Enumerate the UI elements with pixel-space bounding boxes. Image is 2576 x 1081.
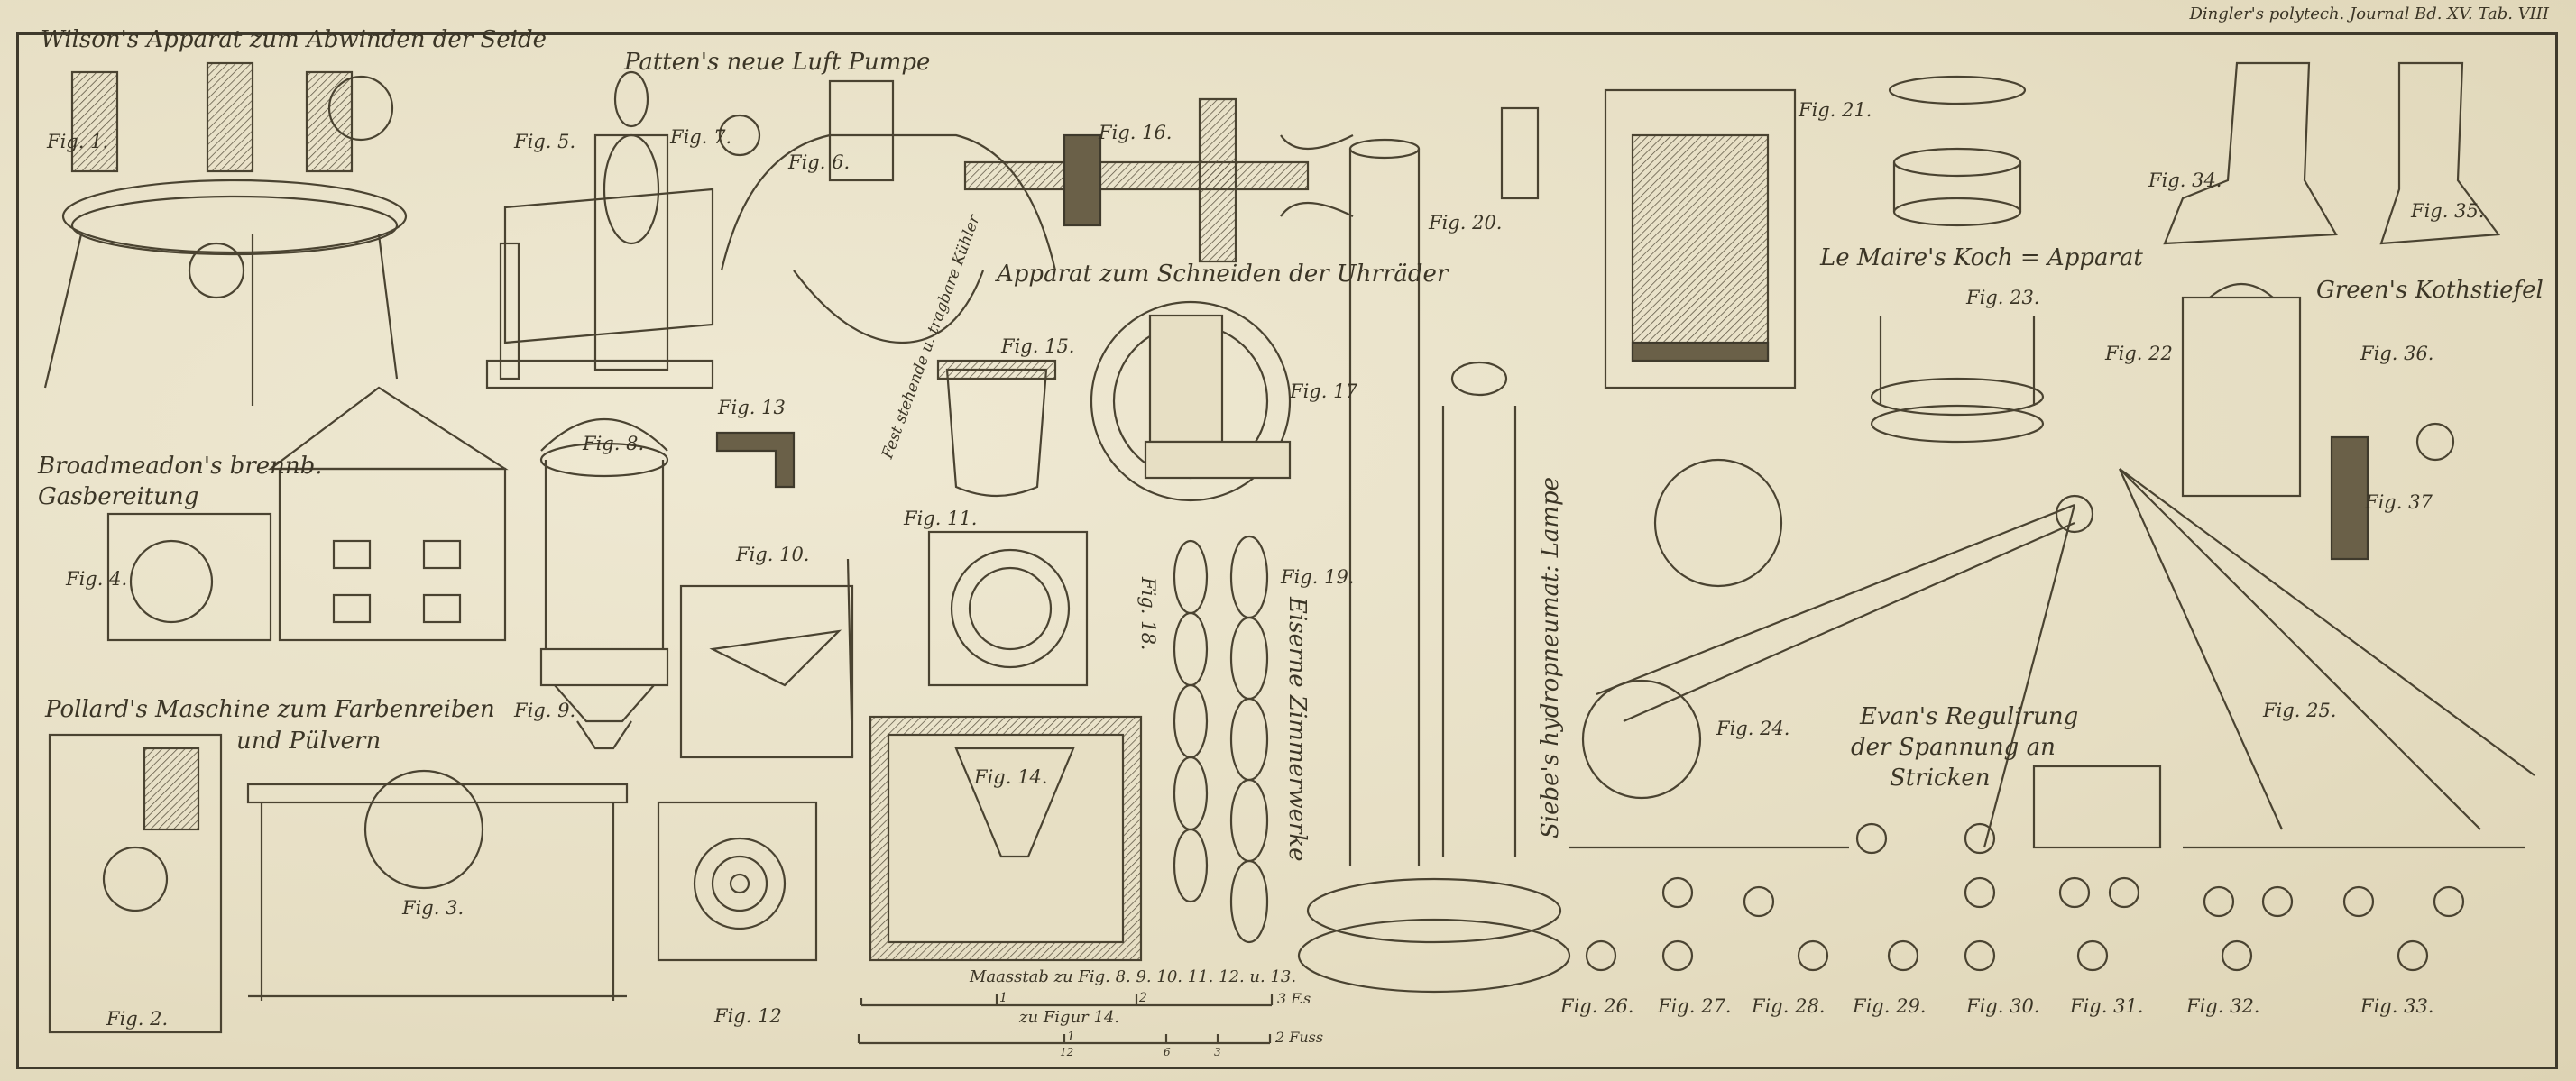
silk-winding-apparatus-drawing	[43, 61, 408, 406]
scale2-tick-1: 1	[1067, 1030, 1075, 1044]
color-grinding-machine-drawing	[48, 733, 629, 1034]
title-broadmeadow-2: Gasbereitung	[38, 483, 199, 510]
fig-19-label: Fig. 19.	[1281, 566, 1355, 588]
title-pollard-1: Pollard's Maschine zum Farbenreiben	[45, 696, 495, 723]
fig-5-label: Fig. 5.	[514, 131, 576, 152]
fig-11-label: Fig. 11.	[904, 508, 978, 529]
fig-21-label: Fig. 21.	[1799, 99, 1872, 121]
title-wilson: Wilson's Apparat zum Abwinden der Seide	[41, 26, 547, 53]
scale1-title: Maasstab zu Fig. 8. 9. 10. 11. 12. u. 13…	[970, 967, 1297, 986]
cooler-drawing	[936, 359, 1057, 498]
fig-33-label: Fig. 33.	[2360, 995, 2434, 1017]
fig-30-label: Fig. 30.	[1966, 995, 2040, 1017]
title-siebe: Siebe's hydropneumat: Lampe	[1537, 476, 1564, 838]
fig-4-label: Fig. 4.	[66, 568, 128, 590]
fig-15-label: Fig. 15.	[1001, 335, 1075, 357]
title-zimmerwerke: Eiserne Zimmerwerke	[1283, 597, 1311, 862]
bell-jar-drawing	[720, 79, 1057, 344]
scale1-tick-3: 3 F.s	[1277, 990, 1311, 1007]
title-evan-1: Evan's Regulirung	[1860, 703, 2079, 730]
fig-14-label: Fig. 14.	[974, 766, 1048, 788]
fig-26-label: Fig. 26.	[1560, 995, 1634, 1017]
title-evan-2: der Spannung an	[1851, 734, 2056, 761]
scale1-tick-2: 2	[1139, 991, 1147, 1005]
fig-29-label: Fig. 29.	[1853, 995, 1927, 1017]
fig-6-label: Fig. 6.	[788, 151, 851, 173]
scale2-sub-6: 6	[1164, 1046, 1171, 1058]
fig-18-label: Fig. 18.	[1137, 577, 1159, 651]
fig-34-label: Fig. 34.	[2148, 169, 2222, 191]
fig-3-label: Fig. 3.	[402, 897, 465, 919]
fig-9-label: Fig. 9.	[514, 700, 576, 721]
scale1-tick-1: 1	[999, 991, 1007, 1005]
title-green: Green's Kothstiefel	[2316, 277, 2544, 304]
iron-chains-drawing	[1173, 535, 1269, 944]
journal-header: Dingler's polytech. Journal Bd. XV. Tab.…	[2189, 5, 2549, 23]
title-broadmeadow-1: Broadmeadon's brennb.	[38, 453, 323, 480]
fig-24-label: Fig. 24.	[1716, 718, 1790, 739]
fig-37-label: Fig. 37	[2365, 491, 2433, 513]
scale2-sub-12: 12	[1060, 1046, 1074, 1058]
fig-8-label: Fig. 8.	[583, 433, 645, 454]
fig-1-label: Fig. 1.	[47, 131, 109, 152]
title-pollard-2: und Pülvern	[236, 728, 382, 755]
gas-works-drawing	[106, 386, 509, 642]
cylinder-vessel-drawing	[539, 417, 669, 750]
angle-bar-drawing	[715, 431, 796, 489]
fig-13-label: Fig. 13	[718, 397, 786, 418]
fig-32-label: Fig. 32.	[2186, 995, 2260, 1017]
fig-20-label: Fig. 20.	[1429, 212, 1503, 234]
gaiter-boots-drawing	[2163, 61, 2501, 561]
scale2-title: zu Figur 14.	[1019, 1008, 1120, 1027]
title-uhrraeder: Apparat zum Schneiden der Uhrräder	[997, 261, 1449, 288]
cooking-pots-drawing	[1653, 75, 2302, 588]
scale2-tick-2: 2 Fuss	[1275, 1029, 1324, 1046]
scale2-sub-3: 3	[1214, 1046, 1221, 1058]
fig-16-label: Fig. 16.	[1099, 122, 1173, 143]
fig-22-label: Fig. 22	[2105, 343, 2173, 364]
hopper-drawing	[869, 715, 1143, 962]
title-lemaire: Le Maire's Koch = Apparat	[1820, 244, 2143, 271]
air-pump-drawing	[485, 70, 761, 389]
crane-drawing	[1569, 468, 2535, 849]
mill-box-drawing	[679, 558, 854, 759]
pulley-blocks-drawing	[1585, 822, 2465, 972]
fig-2-label: Fig. 2.	[106, 1008, 169, 1030]
fig-23-label: Fig. 23.	[1966, 287, 2040, 308]
fig-12-label: Fig. 12	[714, 1005, 782, 1027]
cooking-box-drawing	[1604, 88, 1797, 389]
title-evan-3: Stricken	[1890, 765, 1991, 792]
wheel-cutter-drawing	[963, 97, 1354, 263]
fig-27-label: Fig. 27.	[1658, 995, 1732, 1017]
plate-border	[16, 32, 2558, 1069]
fig-31-label: Fig. 31.	[2070, 995, 2144, 1017]
scale-bars	[857, 994, 1274, 1045]
round-vessel-plan-drawing	[927, 530, 1089, 687]
fig-10-label: Fig. 10.	[736, 544, 810, 565]
hydropneumatic-lamp-drawing	[1297, 106, 1571, 994]
fig-28-label: Fig. 28.	[1752, 995, 1826, 1017]
dividing-ring-drawing	[1090, 300, 1292, 502]
fig-17-label: Fig. 17	[1290, 380, 1357, 402]
fig-7-label: Fig. 7.	[670, 126, 732, 148]
fig-35-label: Fig. 35.	[2411, 200, 2485, 222]
square-box-drawing	[657, 801, 818, 962]
fig-25-label: Fig. 25.	[2263, 700, 2337, 721]
fig-36-label: Fig. 36.	[2360, 343, 2434, 364]
title-patten: Patten's neue Luft Pumpe	[624, 49, 931, 76]
